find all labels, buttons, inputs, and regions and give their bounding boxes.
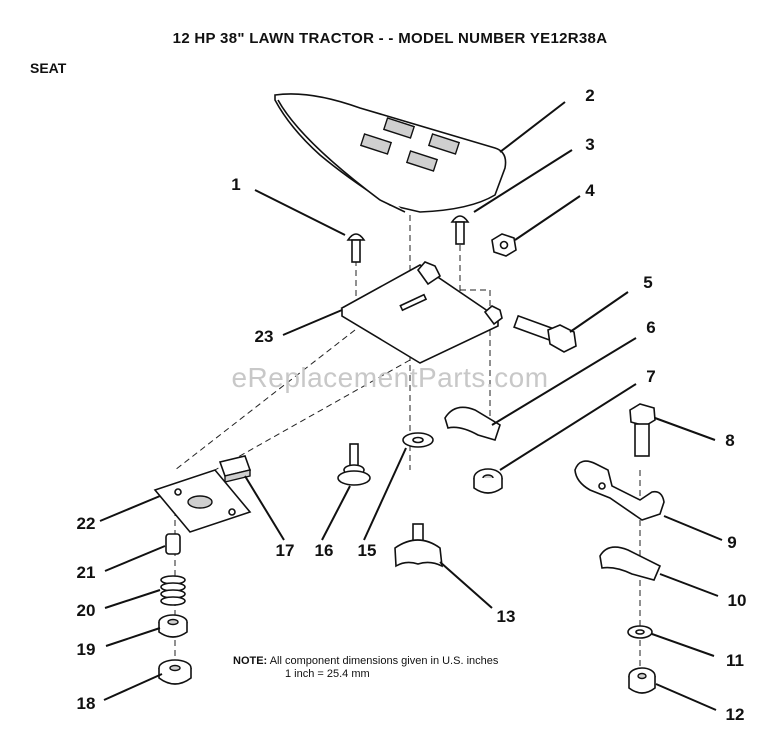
seat-part <box>274 93 507 213</box>
callout-10: 10 <box>728 591 747 610</box>
callout-16: 16 <box>315 541 334 560</box>
callout-18: 18 <box>77 694 96 713</box>
callout-21: 21 <box>77 563 96 582</box>
dimension-note: NOTE: All component dimensions given in … <box>233 655 498 681</box>
section-label: SEAT <box>30 60 67 76</box>
callout-22: 22 <box>77 514 96 533</box>
seat-bracket-part <box>340 261 503 364</box>
washer-part <box>627 625 653 639</box>
shoulder-bolt-part <box>337 443 371 486</box>
callout-9: 9 <box>727 533 736 552</box>
note-line-2: 1 inch = 25.4 mm <box>285 668 370 680</box>
screw-part <box>450 215 470 245</box>
slide-plate-part <box>153 469 252 533</box>
callout-2: 2 <box>585 86 594 105</box>
callout-20: 20 <box>77 601 96 620</box>
flat-washer-part <box>402 432 434 448</box>
callout-15: 15 <box>358 541 377 560</box>
cap-nut-part <box>158 614 188 638</box>
callout-11: 11 <box>726 651 744 670</box>
nut-part <box>491 233 517 257</box>
callout-6: 6 <box>646 318 655 337</box>
flange-nut-part <box>158 659 192 685</box>
callout-13: 13 <box>497 607 516 626</box>
assembly-lines <box>174 215 641 690</box>
spring-part <box>160 575 186 606</box>
pivot-bracket-part <box>574 460 665 521</box>
clip-part <box>444 406 501 441</box>
callout-1: 1 <box>231 175 240 194</box>
callout-4: 4 <box>585 181 595 200</box>
callout-8: 8 <box>725 431 734 450</box>
callout-19: 19 <box>77 640 96 659</box>
bottom-lock-nut-part <box>628 667 656 694</box>
note-line-1: All component dimensions given in U.S. i… <box>269 655 499 667</box>
adjustment-knob-part <box>394 523 443 568</box>
rubber-block-part <box>218 455 252 483</box>
lock-nut-part <box>473 468 503 494</box>
callout-5: 5 <box>643 273 652 292</box>
callout-12: 12 <box>726 705 745 724</box>
note-label: NOTE: <box>233 655 268 667</box>
spring-clip-part <box>599 546 662 581</box>
callout-17: 17 <box>276 541 295 560</box>
carriage-bolt-part <box>346 233 366 263</box>
pin-part <box>165 533 181 555</box>
vertical-bolt-part <box>629 403 656 457</box>
callout-labels: 1 2 3 4 5 6 7 8 9 10 11 12 13 15 16 17 1… <box>77 86 747 724</box>
callout-7: 7 <box>646 367 655 386</box>
callout-3: 3 <box>585 135 594 154</box>
callout-23: 23 <box>255 327 274 346</box>
hex-bolt-part <box>513 314 577 353</box>
leader-lines <box>99 101 723 711</box>
diagram-title: 12 HP 38" LAWN TRACTOR - - MODEL NUMBER … <box>172 30 608 47</box>
